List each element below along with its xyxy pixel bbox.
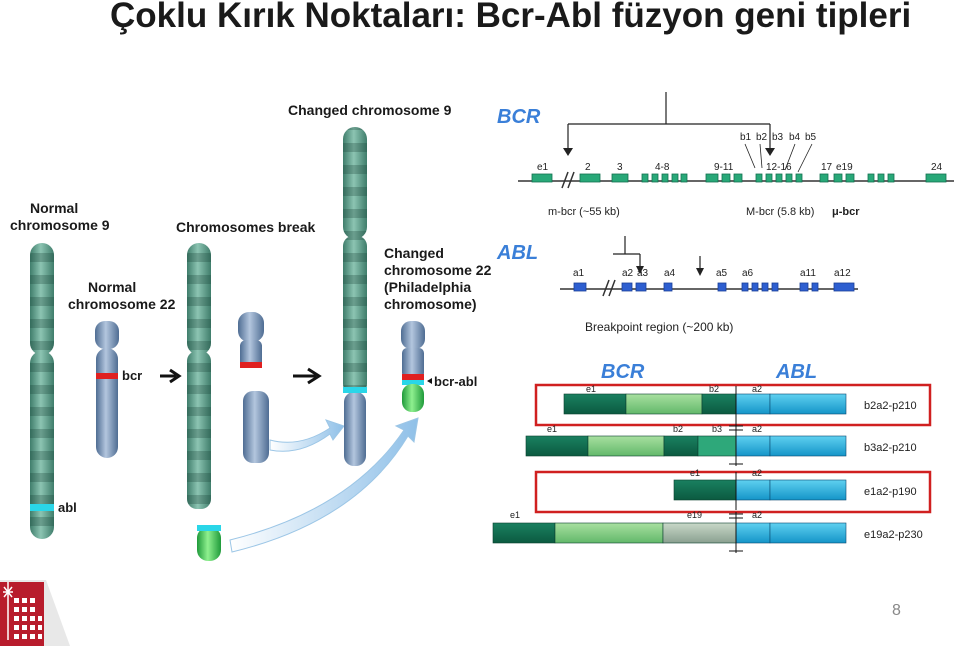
fusion-label-e1a2: e1a2-p190 — [864, 486, 917, 498]
bcr-exon-e19: e19 — [836, 162, 853, 173]
bcr-gene-line — [518, 171, 954, 189]
fusion-label-b3a2: b3a2-p210 — [864, 442, 917, 454]
svg-text:e1: e1 — [547, 424, 557, 434]
svg-text:a2: a2 — [752, 384, 762, 394]
break-label: Chromosomes break — [176, 219, 315, 235]
b-marker-b3: b3 — [772, 132, 784, 143]
svg-text:a2: a2 — [752, 510, 762, 520]
abl-exon-a4: a4 — [664, 268, 676, 279]
bcr-exon-24: 24 — [931, 162, 943, 173]
changed-chr22-label-3: (Philadelphia — [384, 279, 471, 295]
bcr-exon-4-8: 4-8 — [655, 162, 670, 173]
svg-text:e1: e1 — [586, 384, 596, 394]
changed-chr22-label-1: Changed — [384, 245, 444, 261]
b-marker-b5: b5 — [805, 132, 817, 143]
normal-chromosome-22 — [95, 321, 119, 458]
bcr-gene-title: BCR — [497, 106, 541, 128]
svg-text:e1: e1 — [510, 510, 520, 520]
bcr-exon-e1: e1 — [537, 162, 549, 173]
svg-text:e1: e1 — [690, 468, 700, 478]
translocation-arrow-icon — [269, 419, 345, 452]
abl-exon-a5: a5 — [716, 268, 728, 279]
fusion-row-e1a2: e1 a2 e1a2-p190 — [534, 468, 932, 514]
abl-label: abl — [58, 500, 77, 515]
changed-chr22-label-4: chromosome) — [384, 296, 477, 312]
svg-text:a2: a2 — [752, 424, 762, 434]
normal-chr9-label-2: chromosome 9 — [10, 217, 110, 233]
abl-gene-line — [560, 279, 858, 297]
b-marker-b1: b1 — [740, 132, 752, 143]
arrow-icon — [293, 367, 322, 385]
bcr-exon-9-11: 9-11 — [714, 162, 734, 173]
m-bcr-label: m-bcr (~55 kb) — [548, 206, 620, 218]
breakpoint-pointer — [567, 92, 771, 150]
philadelphia-chromosome — [401, 321, 425, 412]
bcr-exon-3: 3 — [617, 162, 623, 173]
highlight-box — [534, 470, 932, 514]
abl-exon-a6: a6 — [742, 268, 754, 279]
fusion-abl-header: ABL — [775, 361, 817, 383]
b-marker-b2: b2 — [756, 132, 768, 143]
M-bcr-label: M-bcr (5.8 kb) — [746, 206, 814, 218]
broken-chromosome-22 — [238, 312, 269, 463]
abl-exon-a11: a11 — [800, 268, 816, 279]
svg-text:b3: b3 — [712, 424, 722, 434]
changed-chromosome-9 — [343, 127, 367, 466]
bcr-band-marker — [96, 373, 118, 379]
fusion-bcr-header: BCR — [601, 361, 645, 383]
changed-chr22-label-2: chromosome 22 — [384, 262, 492, 278]
broken-chromosome-9 — [187, 243, 221, 561]
university-logo — [0, 580, 70, 646]
bcr-exon-17: 17 — [821, 162, 833, 173]
normal-chromosome-9 — [30, 243, 54, 539]
svg-text:e19: e19 — [687, 510, 702, 520]
abl-exon-a2: a2 — [622, 268, 634, 279]
normal-chr22-label-1: Normal — [88, 279, 136, 295]
fusion-label-b2a2: b2a2-p210 — [864, 400, 917, 412]
svg-text:b2: b2 — [673, 424, 683, 434]
highlight-box — [534, 383, 932, 427]
fusion-row-b3a2: e1 b2 b3 a2 b3a2-p210 — [525, 422, 917, 466]
bcr-abl-label: bcr-abl — [434, 374, 477, 389]
bcr-label: bcr — [122, 368, 142, 383]
abl-exon-a1: a1 — [573, 268, 585, 279]
fusion-row-e19a2: e1 e19 a2 e19a2-p230 — [492, 510, 923, 553]
abl-exon-a12: a12 — [834, 268, 851, 279]
b-marker-b4: b4 — [789, 132, 801, 143]
svg-text:b2: b2 — [709, 384, 719, 394]
abl-band-marker — [30, 504, 54, 511]
page-number: 8 — [892, 602, 901, 619]
bcr-exon-2: 2 — [585, 162, 591, 173]
abl-exon-a3: a3 — [637, 268, 649, 279]
fusion-label-e19a2: e19a2-p230 — [864, 529, 923, 541]
mu-bcr-label: μ-bcr — [832, 206, 860, 218]
bcr-exon-12-16: 12-16 — [766, 162, 792, 173]
fusion-row-b2a2: e1 b2 a2 b2a2-p210 — [534, 383, 932, 427]
normal-chr9-label-1: Normal — [30, 200, 78, 216]
abl-gene-title: ABL — [496, 242, 538, 264]
arrow-icon — [160, 368, 182, 384]
translocation-arrow-icon — [229, 417, 419, 553]
slide-title: Çoklu Kırık Noktaları: Bcr-Abl füzyon ge… — [110, 0, 912, 35]
changed-chr9-label: Changed chromosome 9 — [288, 102, 452, 118]
svg-text:a2: a2 — [752, 468, 762, 478]
normal-chr22-label-2: chromosome 22 — [68, 296, 176, 312]
breakpoint-region-label: Breakpoint region (~200 kb) — [585, 320, 733, 334]
